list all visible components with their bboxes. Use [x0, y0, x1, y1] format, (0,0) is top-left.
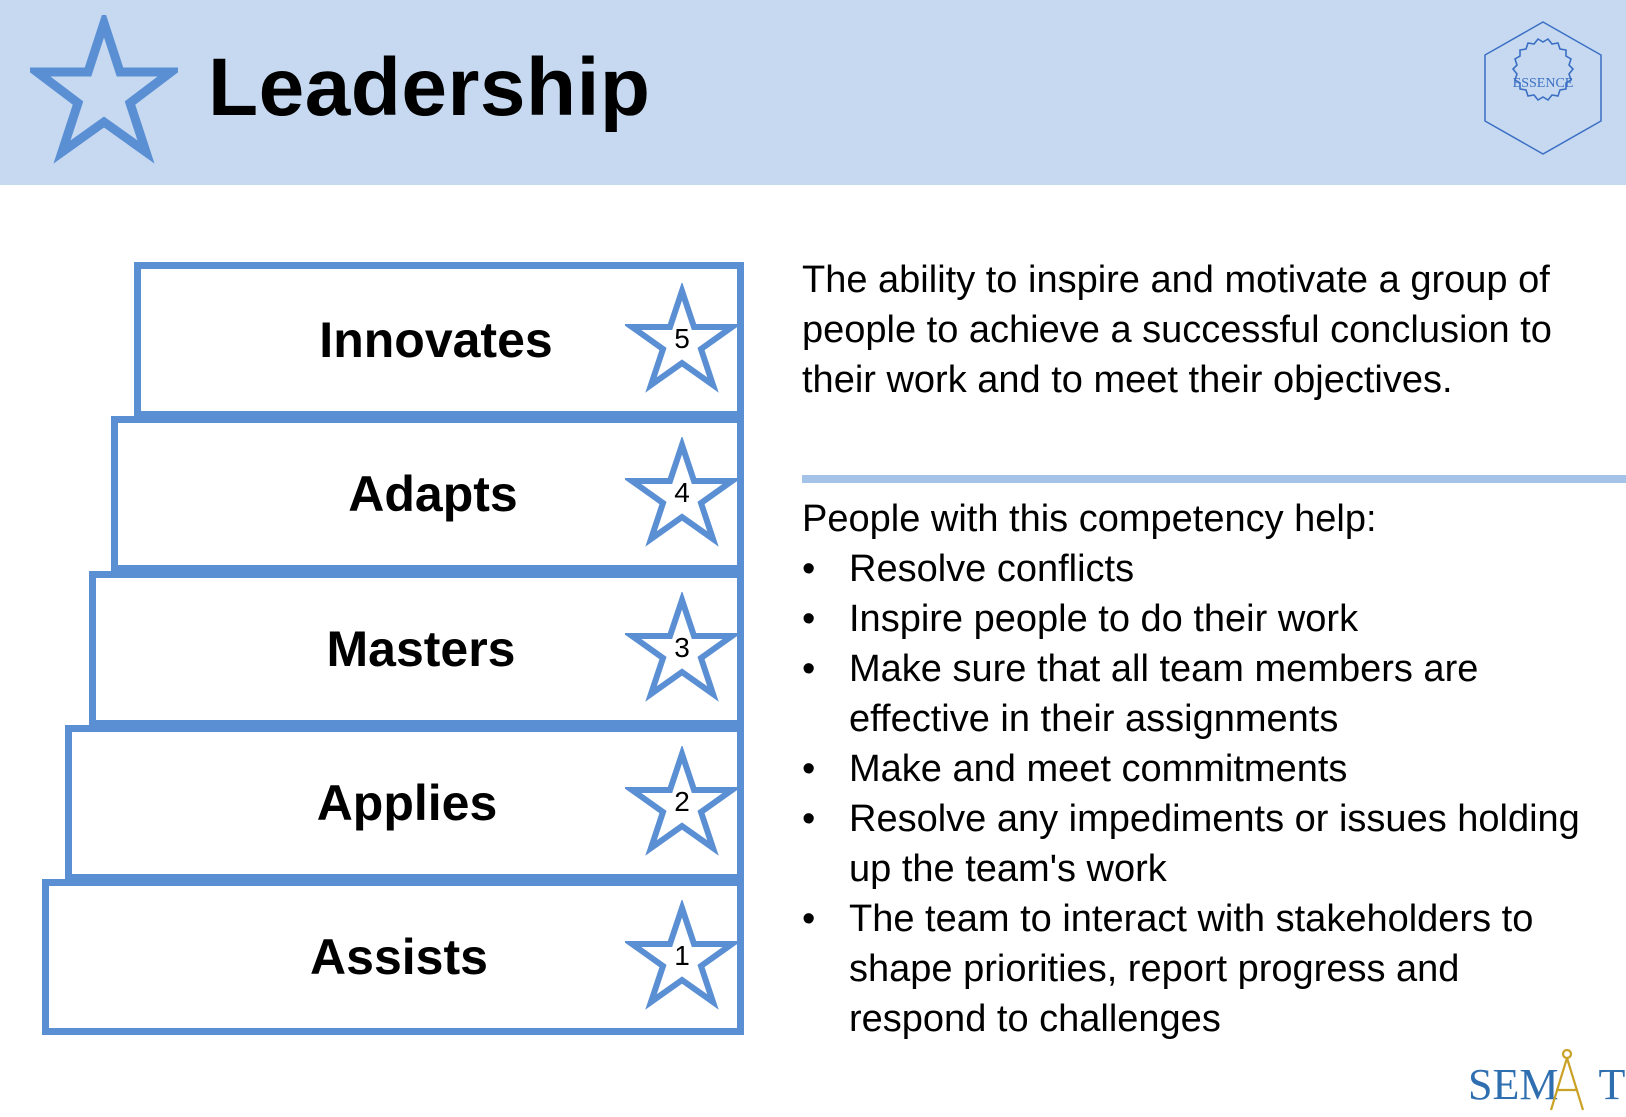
level-star-icon [625, 900, 739, 1010]
list-item: • The team to interact with stakeholders … [802, 894, 1602, 1044]
bullet-icon: • [802, 598, 816, 640]
list-item-text: Resolve conflicts [849, 548, 1135, 590]
page-title: Leadership [208, 42, 651, 133]
help-list: • Resolve conflicts • Inspire people to do… [802, 544, 1602, 1044]
level-label: Applies [316, 775, 498, 831]
level-star-icon [625, 592, 739, 702]
competency-description: The ability to inspire and motivate a gr… [802, 259, 1552, 401]
list-item-text: Resolve any impediments or issues holdin… [849, 798, 1580, 890]
semat-logo: SEM T [1468, 1058, 1625, 1112]
level-number: 4 [674, 477, 690, 508]
level-label: Masters [326, 621, 516, 677]
level-adapts: Adapts 4 [111, 416, 744, 572]
level-masters: Masters 3 [89, 571, 744, 727]
list-item-text: Make and meet commitments [849, 748, 1348, 790]
bullet-icon: • [802, 898, 816, 940]
bullet-icon: • [802, 648, 816, 690]
list-item-text: The team to interact with stakeholders t… [849, 898, 1534, 1040]
help-list-title: People with this competency help: [802, 498, 1377, 540]
level-innovates: Innovates 5 [134, 262, 744, 418]
level-number: 1 [674, 940, 690, 971]
semat-logo-suffix: T [1598, 1060, 1626, 1109]
list-item: • Make and meet commitments [802, 744, 1602, 794]
level-applies: Applies 2 [65, 725, 744, 881]
bullet-icon: • [802, 748, 816, 790]
list-item: • Resolve any impediments or issues holdi… [802, 794, 1602, 894]
semat-logo-prefix: SEM [1468, 1060, 1559, 1109]
bullet-icon: • [802, 798, 816, 840]
level-star-icon [625, 437, 739, 547]
header-band: Leadership ESSENCE [0, 0, 1626, 185]
compass-icon [1549, 1048, 1585, 1111]
essence-logo-text: ESSENCE [1512, 76, 1574, 91]
level-star-icon [625, 283, 739, 393]
level-number: 3 [674, 632, 690, 663]
star-outline-icon [30, 15, 178, 164]
list-item: • Make sure that all team members are eff… [802, 644, 1602, 744]
list-item: • Inspire people to do their work [802, 594, 1602, 644]
list-item-text: Inspire people to do their work [849, 598, 1359, 640]
level-assists: Assists 1 [42, 879, 744, 1035]
bullet-icon: • [802, 548, 816, 590]
level-number: 5 [674, 323, 690, 354]
list-item-text: Make sure that all team members are effe… [849, 648, 1479, 740]
essence-logo-icon [1484, 21, 1602, 155]
section-divider [802, 475, 1626, 483]
level-label: Assists [310, 929, 488, 985]
level-star-icon [625, 746, 739, 856]
level-label: Innovates [319, 312, 553, 368]
level-label: Adapts [348, 466, 518, 522]
level-number: 2 [674, 786, 690, 817]
list-item: • Resolve conflicts [802, 544, 1602, 594]
